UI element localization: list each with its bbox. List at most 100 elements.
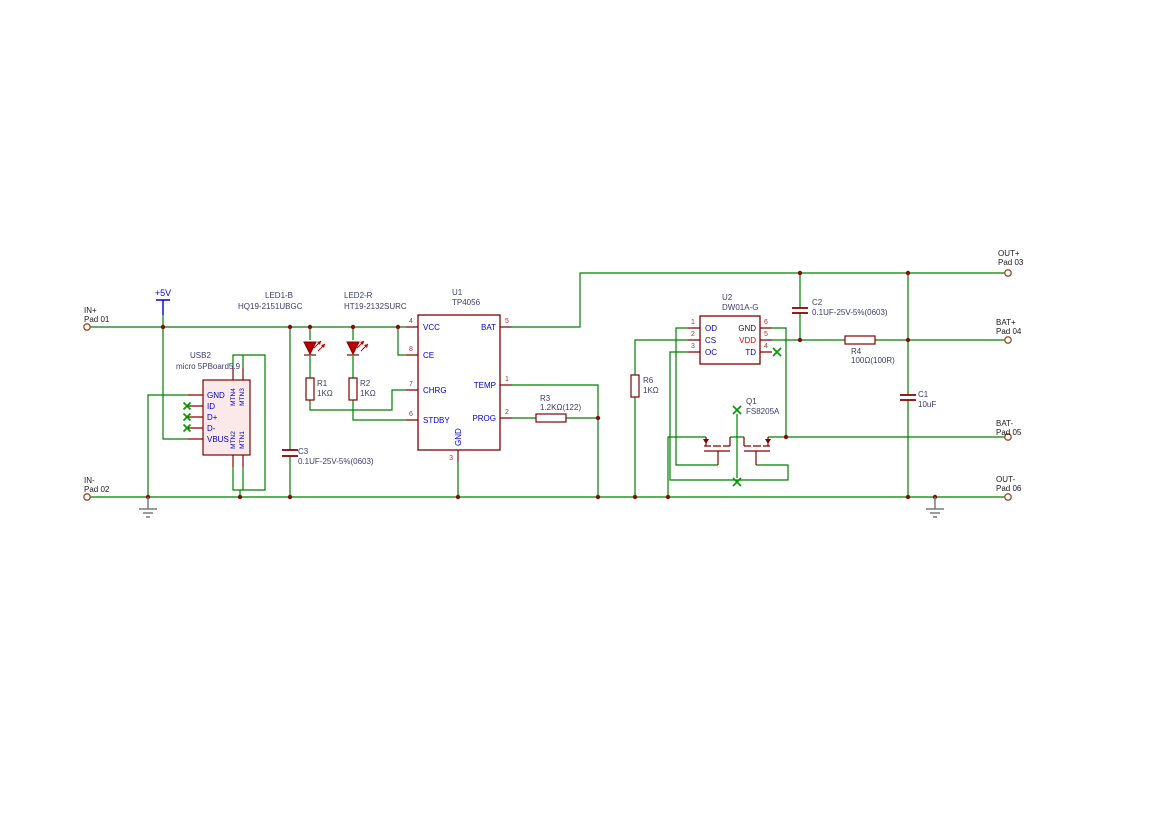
ground-symbol-right[interactable] bbox=[926, 497, 944, 518]
u2-ref-label: U2 bbox=[722, 293, 733, 302]
component-r6[interactable]: R6 1KΩ bbox=[630, 374, 659, 398]
c3-ref-label: C3 bbox=[298, 447, 309, 456]
junction-dot bbox=[307, 324, 313, 330]
component-r3[interactable]: R3 1.2KΩ(122) bbox=[535, 394, 581, 423]
usb-body bbox=[202, 379, 251, 456]
ground-symbol-left[interactable] bbox=[139, 497, 157, 518]
r2-ref-label: R2 bbox=[360, 379, 371, 388]
pad-02[interactable]: IN- Pad 02 bbox=[83, 476, 110, 501]
usb-pin-mtn1-label: MTN1 bbox=[239, 431, 246, 449]
junction-layer bbox=[145, 270, 938, 500]
pad-ring bbox=[1004, 433, 1012, 441]
wire-net-bat-minus[interactable] bbox=[768, 327, 1008, 438]
wire-net-in-plus[interactable] bbox=[87, 315, 406, 450]
pad-03[interactable]: OUT+ Pad 03 bbox=[998, 249, 1024, 277]
pad-06[interactable]: OUT- Pad 06 bbox=[996, 475, 1022, 501]
wire-net-cs[interactable] bbox=[634, 339, 688, 375]
pad-net-label: BAT- bbox=[996, 419, 1014, 428]
pad-net-label: IN- bbox=[84, 476, 95, 485]
component-r1[interactable]: R1 1KΩ bbox=[305, 377, 333, 401]
component-u2[interactable]: U2 DW01A-G 1 2 3 6 5 4 OD CS OC GND VDD … bbox=[688, 293, 772, 365]
junction-dot bbox=[350, 324, 356, 330]
c1-value-label: 10uF bbox=[918, 400, 936, 409]
component-u1[interactable]: U1 TP4056 4 8 7 6 5 1 2 3 VCC CE CHRG ST… bbox=[406, 288, 512, 462]
usb-pin-dminus-label: D- bbox=[207, 424, 216, 433]
component-q1[interactable]: Q1 FS8205A bbox=[703, 397, 780, 465]
r1-ref-label: R1 bbox=[317, 379, 328, 388]
wire-net-gnd[interactable] bbox=[87, 384, 1008, 498]
resistor-body bbox=[348, 377, 358, 401]
no-connect-x-icon bbox=[182, 401, 192, 433]
ground-icon bbox=[139, 497, 157, 518]
pad-name-label: Pad 02 bbox=[84, 485, 110, 494]
component-led1[interactable]: LED1-B HQ19-2151UBGC bbox=[238, 291, 326, 356]
wire-net-led2-stdby[interactable] bbox=[352, 356, 406, 421]
led1-ref-label: LED1-B bbox=[265, 291, 293, 300]
u2-value-label: DW01A-G bbox=[722, 303, 758, 312]
led-triangle-icon bbox=[303, 341, 317, 356]
c2-ref-label: C2 bbox=[812, 298, 823, 307]
u2-pin1-number: 1 bbox=[691, 319, 695, 326]
component-c2[interactable]: C2 0.1UF-25V-5%(0603) bbox=[792, 298, 888, 317]
r4-value-label: 100Ω(100R) bbox=[851, 356, 895, 365]
component-led2[interactable]: LED2-R HT19-2132SURC bbox=[344, 291, 407, 356]
junction-dot bbox=[160, 324, 166, 330]
component-c1[interactable]: C1 10uF bbox=[900, 390, 936, 409]
wire-net-led1-chrg[interactable] bbox=[309, 356, 406, 411]
component-usb2[interactable]: USB2 micro 5PBoard5.9 GND ID D+ D- VBUS … bbox=[176, 351, 251, 467]
junction-dot bbox=[455, 494, 461, 500]
pad-ring bbox=[1004, 269, 1012, 277]
pad-ring bbox=[83, 323, 91, 331]
r6-ref-label: R6 bbox=[643, 376, 654, 385]
no-connect-usb bbox=[182, 401, 192, 433]
component-r2[interactable]: R2 1KΩ bbox=[348, 377, 376, 401]
wire-net-od-gate1[interactable] bbox=[675, 327, 718, 466]
wire-net-bat-plus[interactable] bbox=[512, 272, 1008, 395]
pad-01[interactable]: IN+ Pad 01 bbox=[83, 306, 110, 331]
u2-pin-gnd-label: GND bbox=[738, 324, 756, 333]
power-flag-icon bbox=[156, 299, 170, 315]
wire-net-vdd[interactable] bbox=[772, 313, 845, 341]
u1-pin-stubs bbox=[406, 326, 512, 462]
r2-value-label: 1KΩ bbox=[360, 389, 376, 398]
pad-05[interactable]: BAT- Pad 05 bbox=[996, 419, 1022, 441]
pad-04[interactable]: BAT+ Pad 04 bbox=[996, 318, 1022, 344]
pad-net-label: OUT- bbox=[996, 475, 1015, 484]
u1-pin8-number: 8 bbox=[409, 346, 413, 353]
power-flag-5v[interactable]: +5V bbox=[155, 288, 171, 315]
u1-pin-gnd-label: GND bbox=[454, 428, 463, 446]
usb-pin-dplus-label: D+ bbox=[207, 413, 218, 422]
u1-body bbox=[417, 314, 501, 451]
pad-net-label: BAT+ bbox=[996, 318, 1016, 327]
u1-pin-bat-label: BAT bbox=[481, 323, 496, 332]
capacitor-plates bbox=[792, 307, 808, 314]
q1-value-label: FS8205A bbox=[746, 407, 780, 416]
wire-q1-common-drain[interactable] bbox=[730, 414, 744, 478]
wire-net-usb-shield[interactable] bbox=[232, 354, 266, 497]
component-c3[interactable]: C3 0.1UF-25V-5%(0603) bbox=[282, 447, 374, 466]
u1-value-label: TP4056 bbox=[452, 298, 481, 307]
pad-ring bbox=[1004, 336, 1012, 344]
capacitor-plates bbox=[282, 449, 298, 457]
usb-value-label: micro 5PBoard5.9 bbox=[176, 362, 241, 371]
wire-net-oc-gate2[interactable] bbox=[669, 351, 789, 481]
u1-pin-prog-label: PROG bbox=[472, 414, 496, 423]
u2-pin6-number: 6 bbox=[764, 319, 768, 326]
usb-pin-mtn2-label: MTN2 bbox=[230, 431, 237, 449]
usb-ref-label: USB2 bbox=[190, 351, 211, 360]
junction-dot bbox=[905, 337, 911, 343]
led2-ref-label: LED2-R bbox=[344, 291, 373, 300]
u1-ref-label: U1 bbox=[452, 288, 463, 297]
usb-pin-mtn4-label: MTN4 bbox=[230, 388, 237, 406]
resistor-body bbox=[844, 335, 876, 345]
pad-ring bbox=[1004, 493, 1012, 501]
u2-pin-td-label: TD bbox=[745, 348, 756, 357]
component-r4[interactable]: R4 100Ω(100R) bbox=[844, 335, 895, 365]
u1-pin5-number: 5 bbox=[505, 318, 509, 325]
u2-pin-od-label: OD bbox=[705, 324, 717, 333]
u1-pin1-number: 1 bbox=[505, 376, 509, 383]
u2-pin-stubs bbox=[688, 327, 772, 353]
junction-dot bbox=[783, 434, 789, 440]
